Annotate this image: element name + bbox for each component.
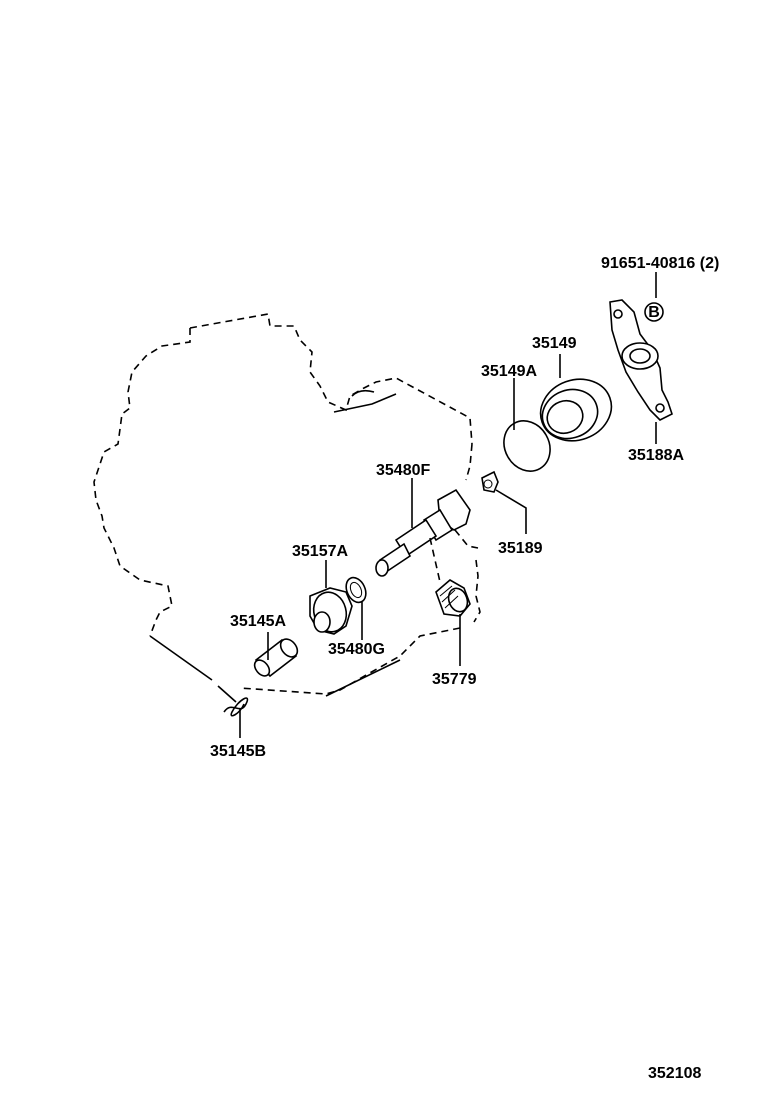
label-plunger: 35145A — [230, 613, 286, 630]
circle-b-marker: B — [644, 302, 664, 322]
transmission-case-outline — [93, 313, 481, 697]
plunger-part — [253, 638, 299, 678]
label-sleeve: 35157A — [292, 543, 348, 560]
label-driven-shaft: 35480F — [376, 462, 430, 479]
small-oring-part — [345, 576, 367, 604]
spring-part — [217, 685, 249, 717]
bracket-part — [609, 299, 673, 421]
circle-b-label: B — [648, 304, 660, 321]
label-bolt-ref: 91651-40816 (2) — [601, 255, 719, 272]
label-spring: 35145B — [210, 743, 266, 760]
leader-lines — [239, 272, 657, 738]
clip-part — [481, 470, 499, 493]
label-clip: 35189 — [498, 540, 543, 557]
figure-id: 352108 — [648, 1065, 701, 1082]
label-seal: 35149 — [532, 335, 577, 352]
label-oring-small: 35480G — [328, 641, 385, 658]
label-driven-gear: 35779 — [432, 671, 477, 688]
oil-seal-part — [539, 378, 613, 442]
driven-shaft-part — [375, 488, 471, 577]
sleeve-part — [309, 587, 353, 635]
label-oring: 35149A — [481, 363, 537, 380]
assembly-guides — [429, 537, 441, 583]
driven-gear-part — [435, 579, 471, 617]
label-bracket: 35188A — [628, 447, 684, 464]
